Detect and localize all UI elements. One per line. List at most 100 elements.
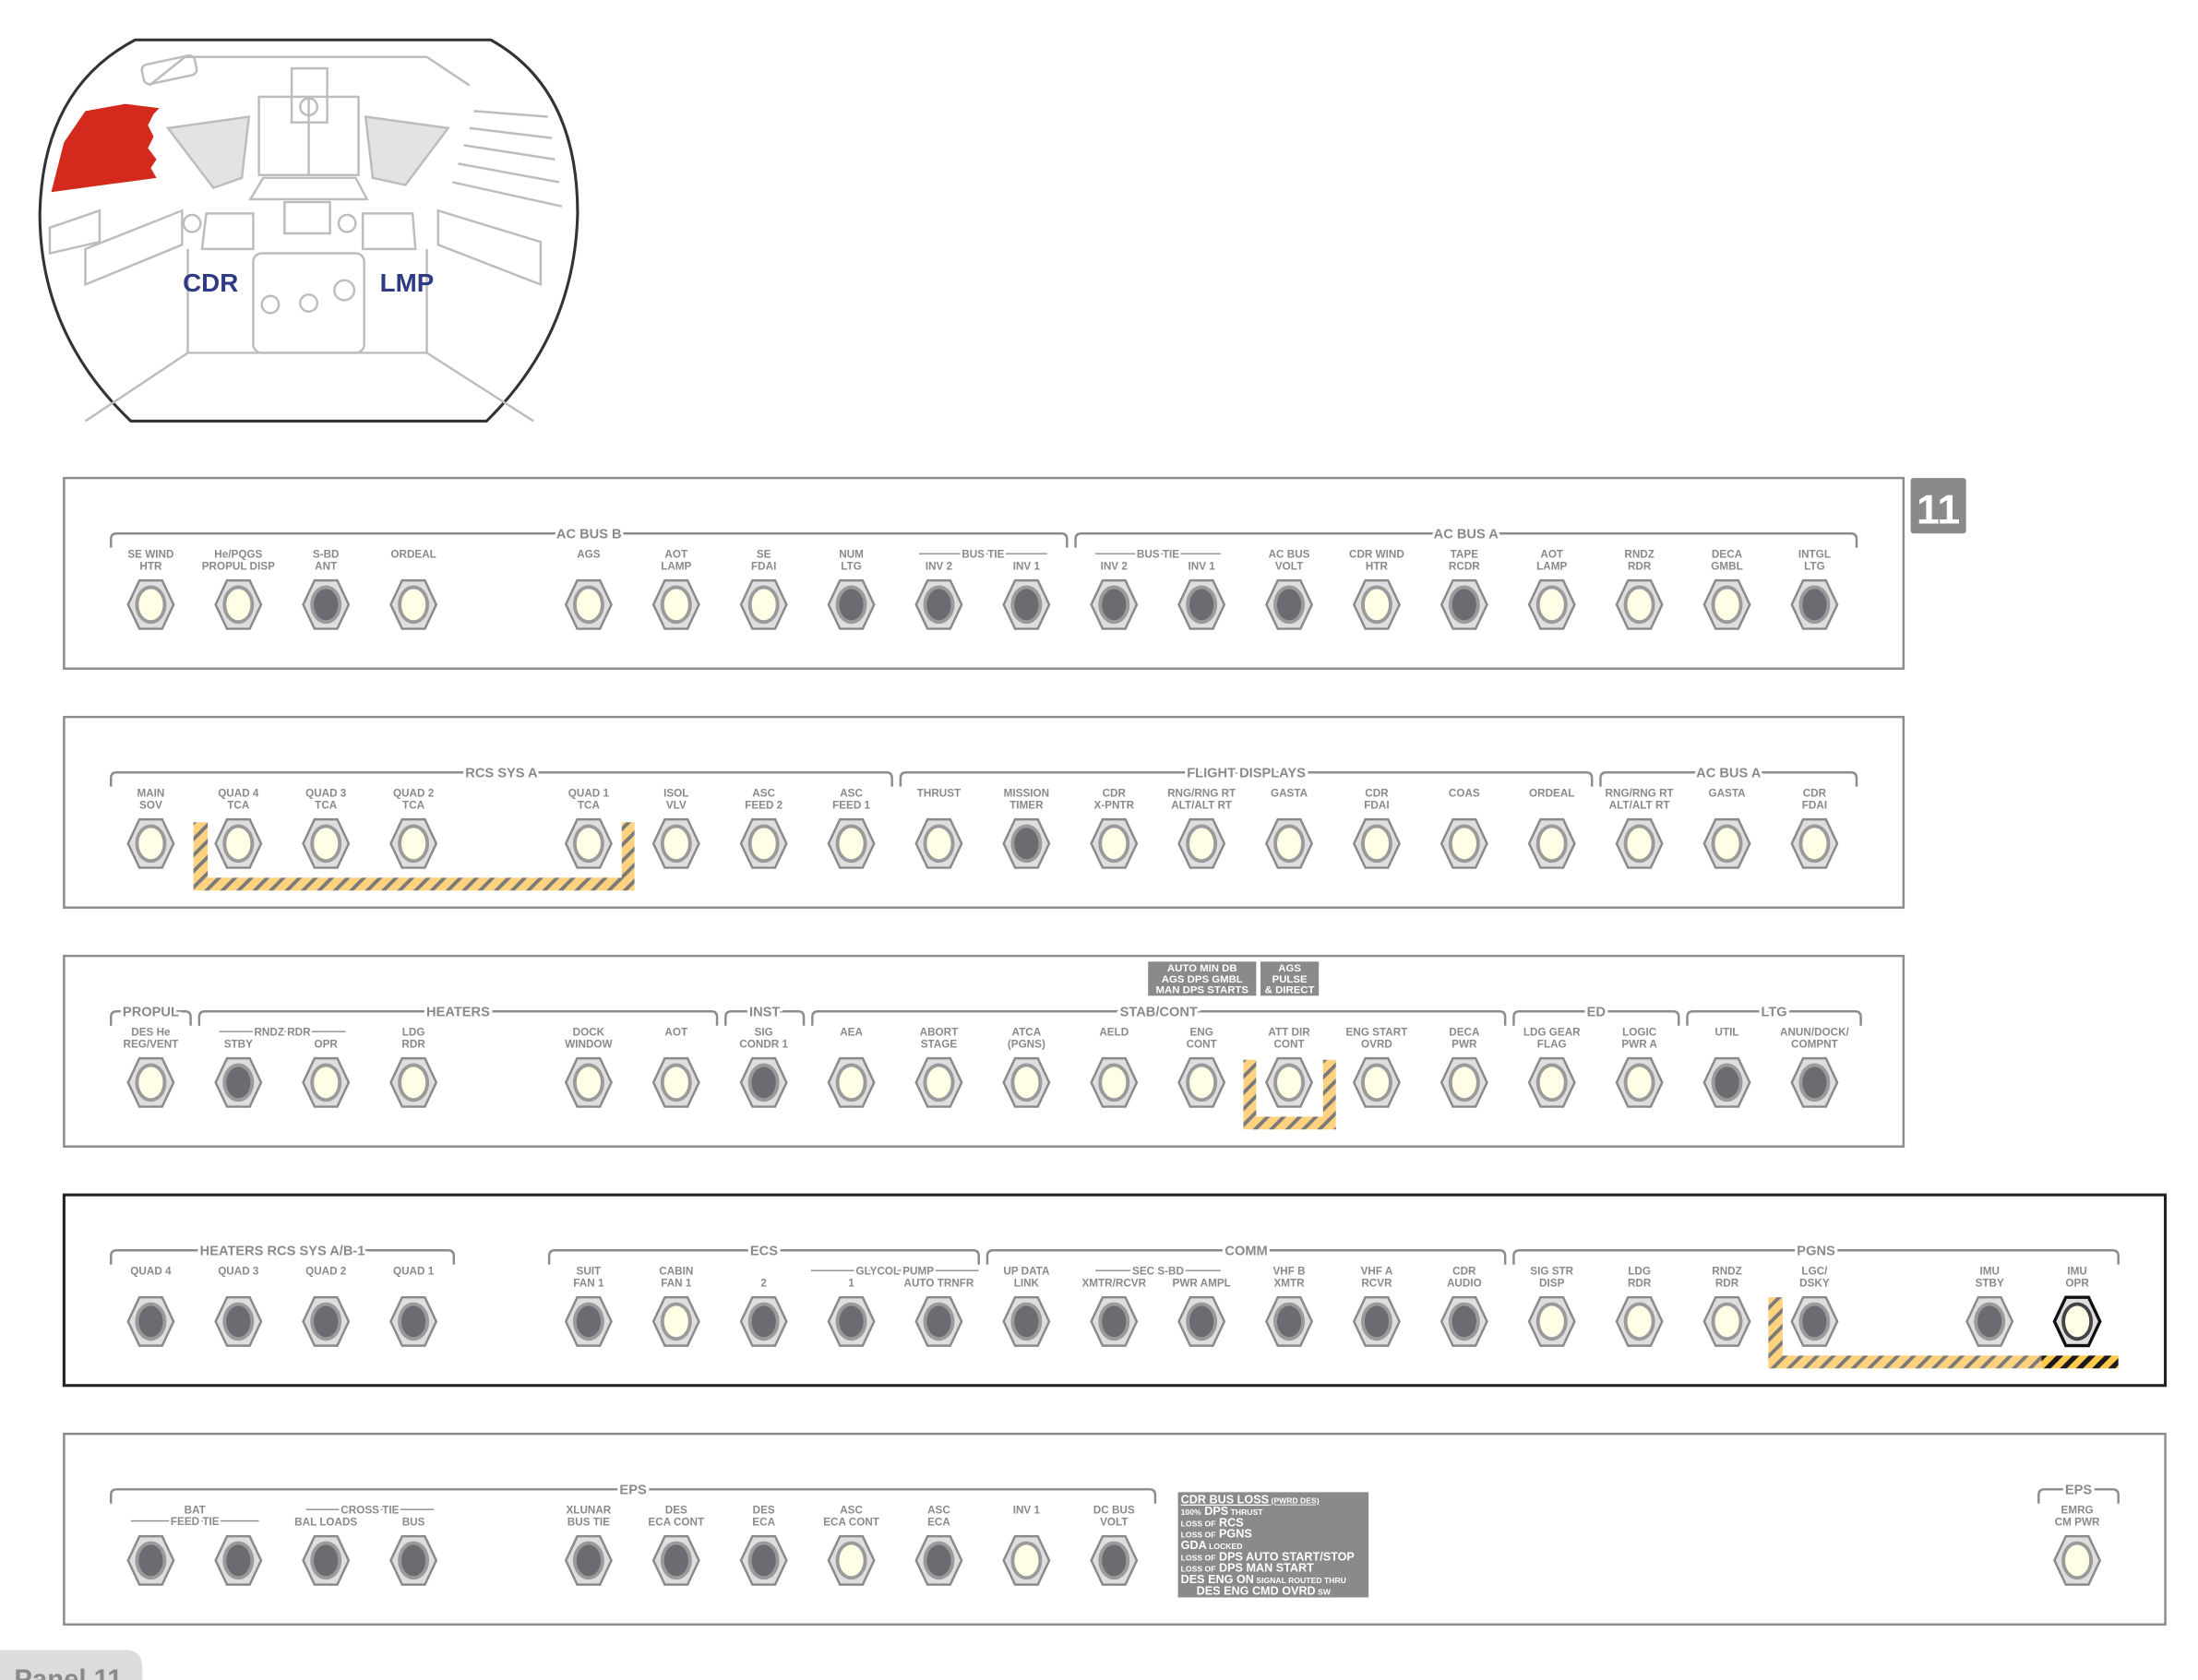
toggle-switch[interactable]: BUS bbox=[389, 1516, 438, 1586]
toggle-switch[interactable]: ATCA(PGNS) bbox=[1002, 1026, 1051, 1108]
toggle-switch[interactable]: INV 2 bbox=[914, 560, 963, 630]
toggle-switch[interactable]: AUTO TRNFR bbox=[904, 1277, 974, 1347]
toggle-switch[interactable]: GASTA bbox=[1265, 787, 1314, 869]
toggle-switch[interactable]: QUAD 1 bbox=[389, 1266, 438, 1347]
toggle-switch[interactable]: 1 bbox=[827, 1277, 876, 1347]
toggle-switch[interactable]: AOT bbox=[651, 1026, 700, 1108]
toggle-switch[interactable]: OPR bbox=[302, 1038, 351, 1108]
switch-label: PWR A bbox=[1621, 1038, 1657, 1050]
toggle-switch[interactable]: XMTR/RCVR bbox=[1081, 1277, 1147, 1347]
toggle-switch[interactable]: BAL LOADS bbox=[294, 1516, 357, 1586]
toggle-switch[interactable] bbox=[126, 1534, 175, 1586]
toggle-switch[interactable]: ORDEAL bbox=[1527, 787, 1576, 869]
toggle-switch[interactable]: PWR AMPL bbox=[1173, 1277, 1231, 1347]
group-bracket bbox=[547, 1249, 980, 1265]
info-emphasis: DPS MAN START bbox=[1216, 1562, 1315, 1575]
toggle-switch[interactable]: QUAD 2 bbox=[302, 1266, 351, 1347]
toggle-switch[interactable]: INV 1 bbox=[1002, 1505, 1051, 1586]
toggle-switch[interactable]: AGS bbox=[564, 548, 613, 630]
toggle-switch[interactable]: INV 2 bbox=[1090, 560, 1139, 630]
toggle-switch[interactable]: INV 1 bbox=[1177, 560, 1226, 630]
toggle-switch[interactable]: ANUN/DOCK/COMPNT bbox=[1780, 1026, 1850, 1108]
toggle-switch[interactable]: STBY bbox=[214, 1038, 263, 1108]
info-emphasis: DES ENG ON bbox=[1181, 1573, 1254, 1586]
toggle-switch[interactable]: GASTA bbox=[1702, 787, 1751, 869]
toggle-switch[interactable]: INV 1 bbox=[1002, 560, 1051, 630]
switch-label: DC BUS bbox=[1093, 1505, 1135, 1517]
toggle-switch[interactable]: 2 bbox=[739, 1277, 788, 1347]
panel-tab[interactable]: Panel 11 bbox=[0, 1650, 143, 1680]
toggle-switch[interactable]: AELD bbox=[1090, 1026, 1139, 1108]
toggle-switch[interactable]: AEA bbox=[827, 1026, 876, 1108]
toggle-switch[interactable]: LGC/DSKY bbox=[1790, 1266, 1839, 1347]
switch-label: LTG bbox=[841, 560, 862, 572]
switch-indicator-lit bbox=[314, 1066, 339, 1099]
toggle-switch[interactable]: QUAD 4 bbox=[126, 1266, 175, 1347]
toggle-switch[interactable] bbox=[214, 1534, 263, 1586]
toggle-switch[interactable]: UTIL bbox=[1702, 1026, 1751, 1108]
info-text: LOSS OF bbox=[1181, 1565, 1216, 1574]
toggle-switch[interactable]: QUAD 3 bbox=[214, 1266, 263, 1347]
toggle-switch[interactable]: THRUST bbox=[914, 787, 963, 869]
toggle-switch[interactable]: COAS bbox=[1439, 787, 1488, 869]
switch-indicator-lit bbox=[839, 1066, 864, 1099]
toggle-switch[interactable]: ORDEAL bbox=[389, 548, 438, 630]
